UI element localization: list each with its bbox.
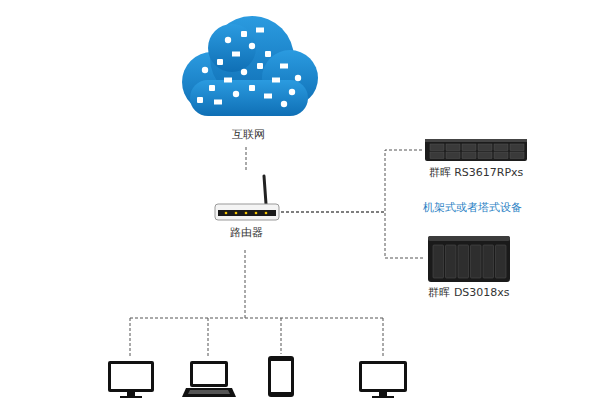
tower-nas-icon <box>428 236 510 282</box>
network-link <box>281 150 423 212</box>
tower-server-node: 群晖 DS3018xs <box>426 234 512 302</box>
group-note: 机架式或者塔式设备 <box>421 201 524 215</box>
rack-server-node: 群晖 RS3617RPxs <box>424 138 528 182</box>
laptop-icon <box>182 361 236 397</box>
monitor-icon <box>359 361 407 398</box>
cloud-icon <box>182 16 318 116</box>
network-link <box>246 147 247 171</box>
device-label: 互联网 <box>178 128 318 142</box>
cloud-glyphs <box>197 28 301 108</box>
rack-nas-icon <box>425 139 527 161</box>
router-node: 路由器 <box>212 172 280 242</box>
network-link <box>281 212 425 258</box>
internet-cloud: 互联网 <box>178 12 318 144</box>
device-label: 群晖 RS3617RPxs <box>424 166 528 180</box>
monitor-icon <box>108 361 154 398</box>
tablet-icon <box>268 356 294 397</box>
device-label: 路由器 <box>212 226 280 240</box>
device-label: 群晖 DS3018xs <box>426 286 512 300</box>
client-wires <box>130 250 383 358</box>
router-icon <box>215 176 279 220</box>
